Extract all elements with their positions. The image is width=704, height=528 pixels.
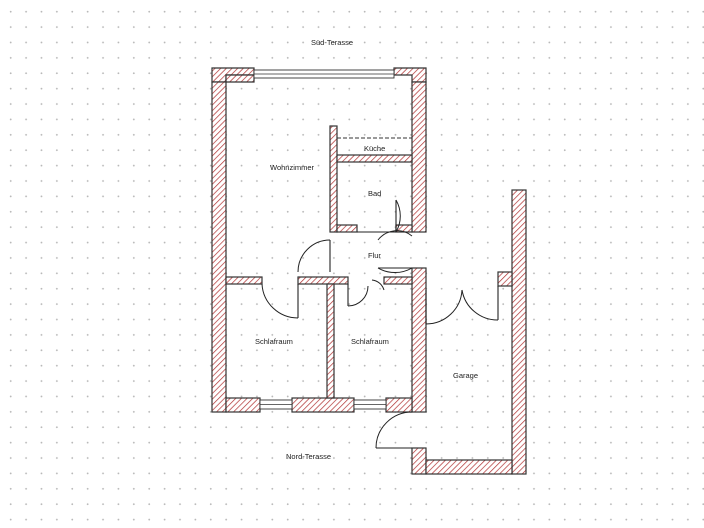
- door-schlafraum-links: [261, 283, 299, 319]
- wall-kueche-bad-west: [329, 125, 338, 233]
- label-flur: Flur: [368, 251, 381, 260]
- doors: [261, 199, 499, 449]
- wall-west: [211, 81, 227, 413]
- wall-south-3: [385, 397, 413, 413]
- door-bad-flur: [357, 199, 413, 241]
- wall-kueche-bad: [336, 154, 413, 163]
- door-flur-garage: [425, 286, 499, 325]
- window-sued: [253, 69, 395, 79]
- wall-east-upper: [411, 81, 427, 233]
- label-wohnzimmer: Wohnzimmer: [270, 163, 315, 172]
- room-labels: Süd-Terasse Wohnzimmer Küche Bad Flur Sc…: [255, 38, 478, 461]
- label-garage: Garage: [453, 371, 478, 380]
- label-schlafraum-rechts: Schlafraum: [351, 337, 389, 346]
- door-garage-nord: [375, 411, 413, 449]
- wall-east-lower: [411, 267, 427, 413]
- wall-north-inner-strip: [225, 74, 255, 83]
- wall-bad-south-left: [336, 224, 358, 233]
- wall-flur-schlaf: [383, 276, 413, 285]
- wall-garage-south: [425, 459, 513, 475]
- label-kueche: Küche: [364, 144, 385, 153]
- wall-wohn-schlaf-2: [297, 276, 349, 285]
- door-schlafraum-rechts: [347, 279, 385, 307]
- window-schlafraum-rechts: [353, 399, 387, 410]
- outer-walls: [211, 67, 427, 413]
- door-wohnzimmer-flur: [297, 239, 331, 273]
- wall-wohn-schlaf-1: [225, 276, 263, 285]
- wall-garage-north-stub: [497, 271, 513, 287]
- label-bad: Bad: [368, 189, 381, 198]
- label-nord-terasse: Nord-Terasse: [286, 452, 331, 461]
- window-schlafraum-links: [259, 399, 293, 410]
- wall-south-1: [225, 397, 261, 413]
- wall-garage-east: [511, 189, 527, 475]
- wall-schlaf-trenn: [326, 283, 335, 399]
- wall-garage-west-stub: [411, 447, 427, 475]
- label-schlafraum-links: Schlafraum: [255, 337, 293, 346]
- garage-walls: [411, 189, 527, 475]
- wall-north-top-right: [393, 67, 427, 83]
- label-sued-terasse: Süd-Terasse: [311, 38, 353, 47]
- inner-walls: [225, 125, 413, 399]
- door-flur-eingang: [377, 267, 413, 274]
- wall-south-2: [291, 397, 355, 413]
